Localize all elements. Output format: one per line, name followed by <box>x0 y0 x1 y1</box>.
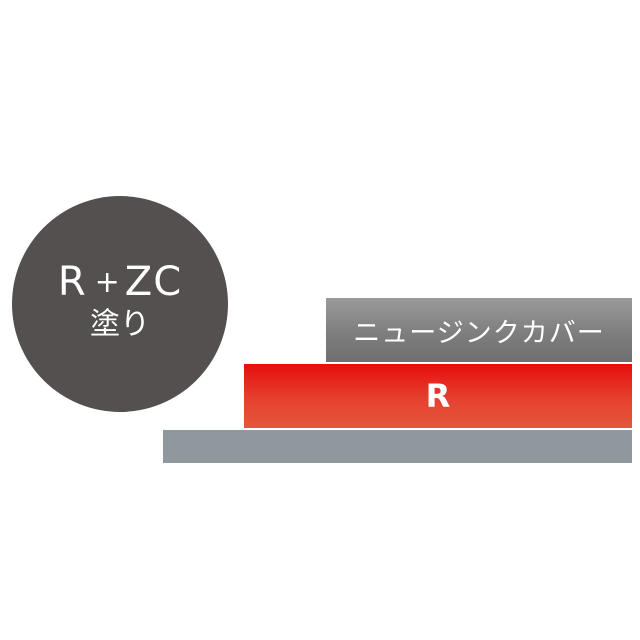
layer-r: R <box>244 364 632 428</box>
badge-r-text: R <box>57 259 87 305</box>
layer-r-label: R <box>425 377 451 415</box>
badge-main-text: R+ZC <box>58 262 182 302</box>
coating-type-badge: R+ZC 塗り <box>12 196 228 412</box>
badge-plus-text: + <box>94 265 121 300</box>
layer-new-zinc-cover-label: ニュージンクカバー <box>353 317 605 349</box>
layer-base-substrate <box>163 430 632 463</box>
layer-new-zinc-cover: ニュージンクカバー <box>326 298 632 362</box>
badge-zc-text: ZC <box>124 259 183 305</box>
badge-sub-text: 塗り <box>90 307 150 342</box>
